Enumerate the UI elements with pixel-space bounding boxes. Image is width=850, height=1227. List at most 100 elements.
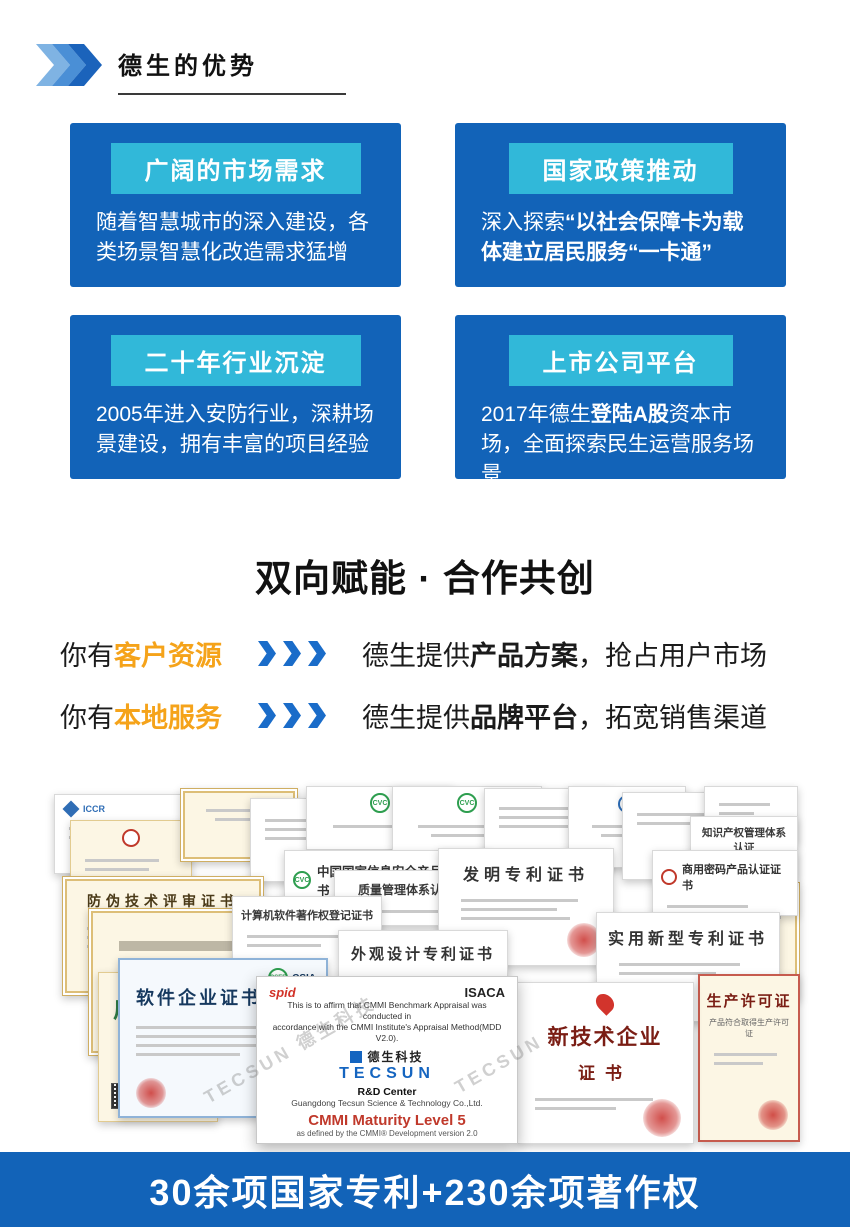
header: 德生的优势 xyxy=(36,44,346,95)
line xyxy=(667,905,749,908)
text-lines xyxy=(307,813,453,840)
line xyxy=(619,963,741,966)
text-lines xyxy=(393,813,541,849)
line xyxy=(206,809,272,812)
text-lines xyxy=(623,793,739,837)
line xyxy=(119,941,251,951)
tecsun-brand-cn: 德生科技 xyxy=(367,1050,424,1065)
cmmi-statement-line1: This is to affirm that CMMI Benchmark Ap… xyxy=(287,1000,487,1022)
card-title-badge: 二十年行业沉淀 xyxy=(110,335,361,386)
text-lines xyxy=(181,789,297,833)
certificate-title: 新技术企业 xyxy=(547,1026,663,1049)
certificate-commercial-crypto: 商用密码产品认证证书 xyxy=(652,850,798,916)
line xyxy=(136,1044,283,1047)
footer-banner: 30余项国家专利+230余项著作权 xyxy=(0,1152,850,1227)
torch-flame-icon xyxy=(592,990,618,1016)
line xyxy=(265,837,331,840)
tecsun-brand-row: 德生科技 xyxy=(269,1048,505,1065)
line xyxy=(461,899,578,902)
line xyxy=(714,1062,763,1065)
certificate-title: 发明专利证书 xyxy=(462,867,589,884)
chevron-right-icon xyxy=(308,703,326,728)
card-text-bold: 登陆A股 xyxy=(590,403,669,426)
line xyxy=(535,1107,617,1110)
certificate-title: 实用新型专利证书 xyxy=(607,931,768,948)
text-lines xyxy=(653,893,797,915)
text-lines xyxy=(251,799,367,852)
card-title-badge: 上市公司平台 xyxy=(508,335,733,386)
card-national-policy: 国家政策推动 深入探索“以社会保障卡为载体建立居民服务“一卡通” xyxy=(455,123,786,287)
certificate-title: 商用密码产品认证证书 xyxy=(682,864,781,892)
coop-right-text: 德生提供品牌平台，拓宽销售渠道 xyxy=(362,696,767,735)
text-lines xyxy=(597,949,779,989)
triple-arrow-icon xyxy=(258,703,362,728)
cmmi-dept: R&D Center xyxy=(357,1086,417,1099)
card-text: 随着智慧城市的深入建设，各类场景智慧化改造需求猛增 xyxy=(96,211,369,264)
text-lines xyxy=(485,789,611,840)
cqc-emblem-icon xyxy=(661,869,677,885)
certificate-title: 计算机软件著作权登记证书 xyxy=(241,910,373,922)
red-seal-icon xyxy=(643,1099,681,1137)
cmmi-company: Guangdong Tecsun Science & Technology Co… xyxy=(291,1098,483,1109)
card-body: 2005年进入安防行业，深耕场景建设，拥有丰富的项目经验 xyxy=(96,400,375,460)
card-text: 深入探索 xyxy=(481,211,565,234)
line xyxy=(461,917,571,920)
certificates-collage: ICCR xyxy=(52,786,800,1150)
card-industry-experience: 二十年行业沉淀 2005年进入安防行业，深耕场景建设，拥有丰富的项目经验 xyxy=(70,315,401,479)
card-body: 随着智慧城市的深入建设，各类场景智慧化改造需求猛增 xyxy=(96,208,375,268)
line xyxy=(265,828,323,831)
isaca-logo-label: ISACA xyxy=(464,985,505,1000)
line xyxy=(214,818,264,821)
certificate-cmmi: spid ISACA This is to affirm that CMMI B… xyxy=(256,976,518,1144)
text-lines xyxy=(335,898,501,925)
certificate-title: 软件企业证书 xyxy=(136,988,262,1008)
cmmi-dates: Certification Date : June 30, 2021 Expir… xyxy=(269,1141,505,1143)
line xyxy=(85,859,159,862)
text-lines xyxy=(71,847,191,883)
chevron-right-icon xyxy=(283,641,301,666)
line xyxy=(461,908,558,911)
card-body: 2017年德生登陆A股资本市场，全面探索民生运营服务场景 xyxy=(481,400,760,489)
line xyxy=(136,1035,272,1038)
chevron-right-icon xyxy=(283,703,301,728)
line xyxy=(714,1053,777,1056)
certificate-title: 生产许可证 xyxy=(706,993,792,1010)
line xyxy=(85,868,150,871)
cvc-logo-icon: CVC xyxy=(293,871,311,889)
line xyxy=(247,944,322,947)
coop-highlight: 本地服务 xyxy=(114,703,222,733)
red-seal-icon xyxy=(567,923,601,957)
card-listed-company: 上市公司平台 2017年德生登陆A股资本市场，全面探索民生运营服务场景 xyxy=(455,315,786,486)
line xyxy=(719,812,755,815)
line xyxy=(136,1053,241,1056)
card-text: 2005年进入安防行业，深耕场景建设，拥有丰富的项目经验 xyxy=(96,403,374,456)
certificate-production-license: 生产许可证 产品符合取得生产许可证 xyxy=(698,974,800,1142)
line xyxy=(431,834,503,837)
footer-text: 30余项国家专利+230余项著作权 xyxy=(149,1171,701,1213)
line xyxy=(637,813,712,816)
chevron-right-icon xyxy=(258,641,276,666)
page-title: 德生的优势 xyxy=(118,53,258,80)
card-text-bold: “以社会保障卡为载体建立居民服务“一卡通” xyxy=(481,211,744,264)
coop-bold: 品牌平台 xyxy=(470,703,578,733)
cmmi-certification-date: Certification Date : June 30, 2021 xyxy=(269,1141,505,1143)
coop-left-text: 你有本地服务 xyxy=(60,696,258,735)
card-title-badge: 国家政策推动 xyxy=(508,143,733,194)
cvc-logo-icon: CVC xyxy=(457,793,477,813)
text-lines xyxy=(700,1039,798,1079)
coop-right-text: 德生提供产品方案，抢占用户市场 xyxy=(362,634,767,673)
line xyxy=(499,807,583,810)
coop-lead: 德生提供 xyxy=(362,703,470,733)
line xyxy=(376,910,460,913)
card-body: 深入探索“以社会保障卡为载体建立居民服务“一卡通” xyxy=(481,208,760,268)
certificate-title: 外观设计专利证书 xyxy=(350,946,495,963)
cmmi-statement-line2: accordance with the CMMI Institute's App… xyxy=(272,1022,502,1044)
certificate-subtitle: 证书 xyxy=(578,1064,632,1083)
coop-row-customers: 你有客户资源 德生提供产品方案，抢占用户市场 xyxy=(60,634,767,673)
certificate-subtitle: 产品符合取得生产许可证 xyxy=(709,1018,789,1038)
line xyxy=(637,822,696,825)
cmmi-award-subtitle: as defined by the CMMI® Development vers… xyxy=(296,1129,478,1139)
tecsun-brand-en: TECSUN xyxy=(339,1065,435,1083)
line xyxy=(619,972,716,975)
